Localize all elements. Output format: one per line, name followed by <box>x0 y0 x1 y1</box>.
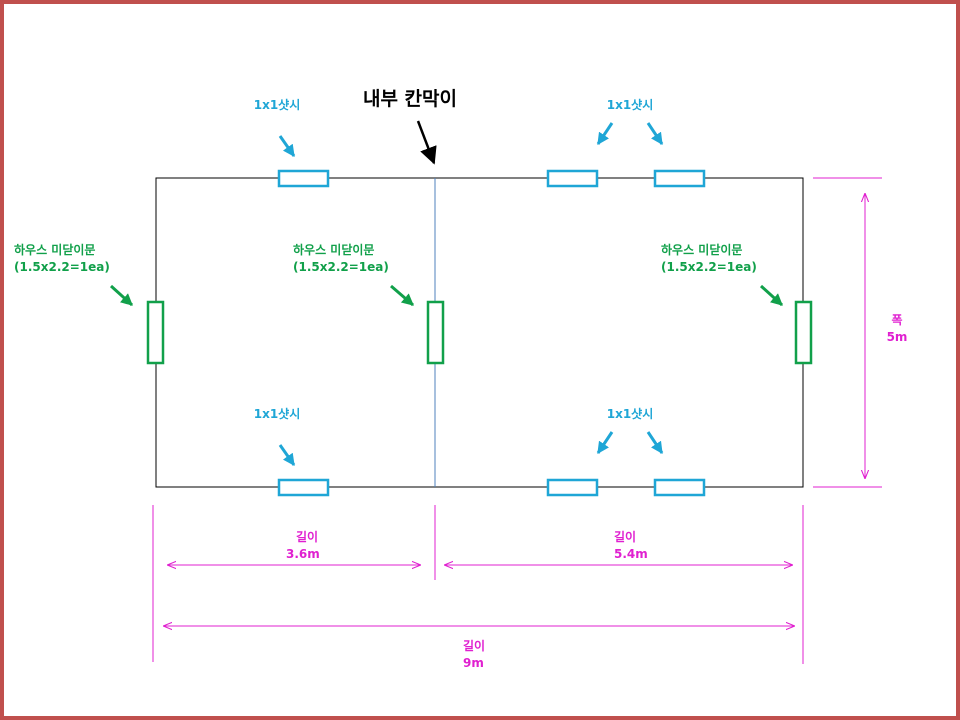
window-bottom-left <box>277 478 330 497</box>
door-center-arrow-icon <box>390 284 414 307</box>
window-bottom-right-arrow-left-icon <box>596 431 614 454</box>
window-top-right-1 <box>546 169 599 188</box>
window-top-right-arrow-right-icon <box>646 122 664 145</box>
dim-length-total-value: 9m <box>463 656 484 670</box>
door-center-label-line1: 하우스 미닫이문 <box>293 242 374 257</box>
window-bottom-right-label: 1x1샷시 <box>607 406 654 421</box>
door-center-label-line2: (1.5x2.2=1ea) <box>293 260 389 274</box>
dim-length-left-label: 길이 <box>296 529 318 544</box>
door-left-label-line2: (1.5x2.2=1ea) <box>14 260 110 274</box>
dim-width-label: 폭 <box>891 313 902 327</box>
partition-arrow-icon <box>416 120 437 165</box>
door-left-arrow-icon <box>109 284 134 307</box>
window-bottom-left-label: 1x1샷시 <box>254 406 301 421</box>
partition-title: 내부 칸막이 <box>363 88 457 110</box>
door-right-label-line2: (1.5x2.2=1ea) <box>661 260 757 274</box>
window-bottom-right-arrow-right-icon <box>646 431 664 454</box>
window-top-left-label: 1x1샷시 <box>254 97 301 112</box>
building-outline <box>155 177 804 488</box>
dim-length-left-value: 3.6m <box>286 547 320 561</box>
door-right <box>794 300 813 365</box>
door-left-label-line1: 하우스 미닫이문 <box>14 242 95 257</box>
window-top-left-arrow-icon <box>278 135 296 157</box>
dim-length-total-label: 길이 <box>463 638 485 653</box>
window-top-left <box>277 169 330 188</box>
window-top-right-2 <box>653 169 706 188</box>
door-left <box>146 300 165 365</box>
door-center <box>426 300 445 365</box>
door-right-arrow-icon <box>759 284 784 307</box>
dim-length-right-label: 길이 <box>614 529 636 544</box>
window-top-right-arrow-left-icon <box>596 122 614 145</box>
door-right-label-line1: 하우스 미닫이문 <box>661 242 742 257</box>
window-bottom-right-1 <box>546 478 599 497</box>
window-bottom-right-2 <box>653 478 706 497</box>
window-bottom-left-arrow-icon <box>278 444 296 466</box>
dim-width-value: 5m <box>887 330 908 344</box>
window-top-right-label: 1x1샷시 <box>607 97 654 112</box>
dim-length-right-value: 5.4m <box>614 547 648 561</box>
